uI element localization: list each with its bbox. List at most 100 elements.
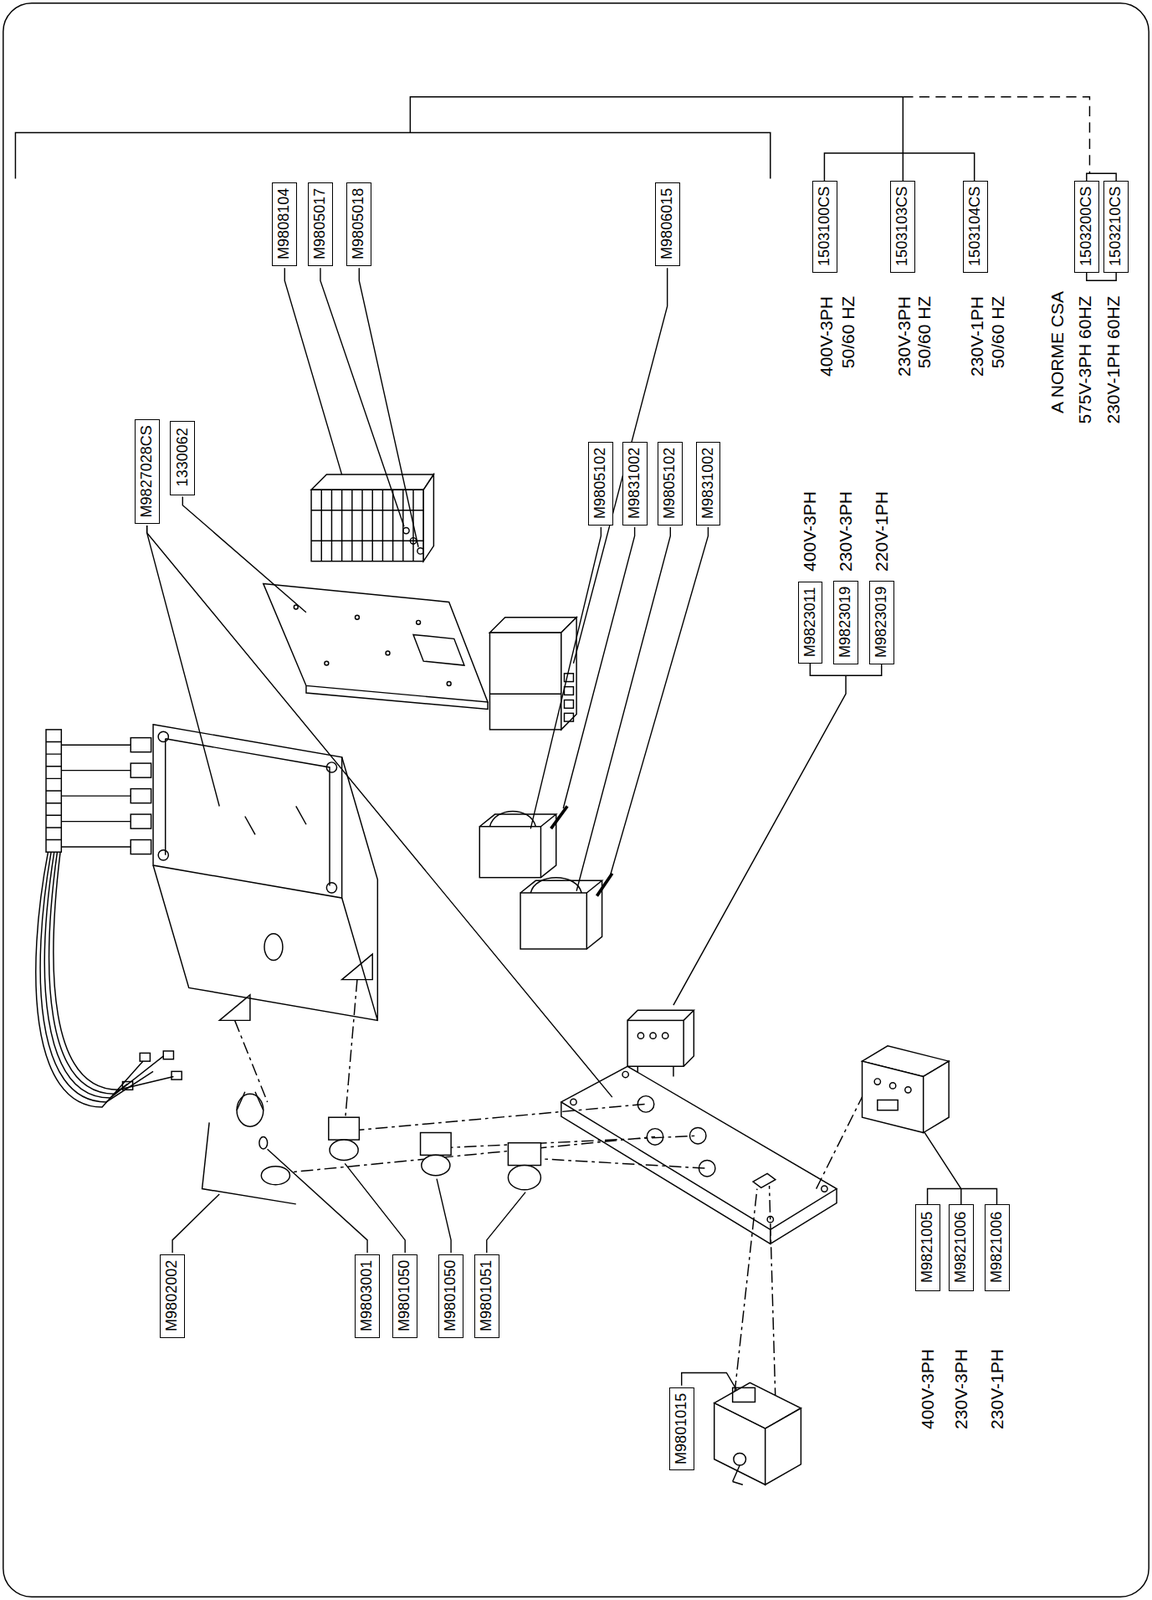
cover — [752, 1172, 776, 1188]
cable-glands — [46, 741, 62, 840]
part-number-box: M9805102 — [588, 441, 614, 526]
cable-bundle — [139, 1052, 150, 1061]
part-number: 1330062 — [174, 427, 192, 487]
part-number-box: M9821006 — [948, 1203, 974, 1291]
cable-bundle — [44, 851, 164, 1098]
mounting-plate — [446, 681, 451, 687]
voltage-label: A NORME CSA — [1047, 291, 1066, 414]
mounting-plate — [355, 614, 360, 620]
housing — [153, 724, 343, 898]
tree-bracket — [902, 97, 1090, 174]
cable-glands — [46, 729, 152, 855]
part-number: 1503200CS — [1077, 186, 1096, 267]
relay — [627, 1009, 694, 1066]
mounting-plate — [416, 619, 421, 625]
voltage-label: 50/60 HZ — [988, 296, 1008, 369]
relay — [662, 1032, 669, 1039]
terminal-module — [877, 1100, 898, 1111]
part-number: M9823019 — [836, 586, 855, 658]
part-number: M9821006 — [952, 1211, 970, 1283]
voltage-label: 230V-1PH — [967, 296, 987, 377]
terminal-module — [862, 1060, 924, 1132]
terminal-module — [923, 1060, 949, 1132]
fuse-holders — [479, 805, 613, 949]
fuse-holders — [520, 880, 603, 949]
part-number-box: 1330062 — [169, 420, 195, 496]
part-number-box: M9831002 — [696, 441, 722, 526]
part-number: M9805102 — [592, 447, 610, 519]
terminal-module — [905, 1086, 912, 1093]
mounting-plate — [293, 604, 298, 610]
fuse-holders — [551, 805, 613, 896]
tree-bracket — [673, 663, 882, 1005]
voltage-label: 230V-3PH — [894, 296, 913, 377]
terminal-block — [311, 510, 424, 542]
assembly-guides — [277, 1103, 707, 1173]
key-switch — [714, 1382, 802, 1485]
housing — [326, 882, 337, 893]
cable-glands — [130, 737, 151, 753]
part-number-box: M9831002 — [622, 441, 648, 526]
relay — [627, 1009, 694, 1076]
cable-glands — [130, 788, 151, 804]
terminal-block — [321, 489, 414, 561]
mounting-plate — [306, 685, 488, 709]
part-number: M9801051 — [477, 1259, 496, 1332]
cover — [561, 1101, 837, 1244]
cover — [561, 1065, 837, 1229]
power-supply — [563, 712, 574, 722]
part-number-box: M9823011 — [798, 581, 824, 665]
leader-line — [344, 1162, 405, 1253]
power-supply — [489, 632, 561, 730]
assembly-guides — [734, 1185, 776, 1400]
power-supply — [561, 617, 577, 730]
part-number: M9801050 — [441, 1259, 460, 1332]
part-number: M9831002 — [699, 447, 717, 519]
power-supply — [563, 686, 574, 696]
part-number: M9821005 — [918, 1211, 937, 1283]
part-number-box: M9802002 — [159, 1254, 185, 1338]
cable-glands — [130, 762, 151, 778]
cable-bundle — [35, 851, 182, 1107]
push-buttons — [421, 1154, 451, 1175]
part-number: M9803001 — [358, 1259, 376, 1332]
voltage-label: 575V-3PH 60HZ — [1076, 296, 1096, 425]
voltage-label: 230V-3PH — [836, 491, 856, 572]
leader-line — [147, 525, 613, 1097]
part-number-box: M9801051 — [474, 1254, 500, 1338]
push-buttons — [329, 1139, 359, 1160]
part-number-box: M9801050 — [392, 1254, 418, 1338]
push-buttons — [328, 1116, 360, 1140]
fuse-holders — [530, 877, 582, 893]
terminal-block — [417, 547, 424, 554]
terminal-module — [862, 1045, 950, 1133]
housing — [153, 724, 378, 1021]
voltage-label: 400V-3PH — [918, 1348, 937, 1429]
leader-line — [147, 525, 221, 807]
tree-bracket — [15, 97, 974, 186]
assembly-guides — [235, 979, 863, 1400]
power-supply — [489, 617, 577, 730]
voltage-label: 230V-1PH 60HZ — [1105, 296, 1124, 425]
part-number-box: M9803001 — [354, 1254, 380, 1338]
lamp-assembly — [259, 1136, 268, 1149]
part-number: 1503104CS — [966, 186, 984, 267]
leader-line — [320, 267, 405, 527]
fuse-holders — [489, 810, 536, 826]
cover — [622, 1070, 629, 1077]
part-number: M9823011 — [801, 587, 820, 658]
leader-line — [576, 527, 671, 891]
voltage-label: 50/60 HZ — [839, 296, 858, 369]
tree-bracket — [15, 97, 1117, 1204]
part-number-box: M9823019 — [869, 580, 895, 665]
leader-line — [486, 1192, 526, 1253]
terminal-block — [311, 474, 434, 562]
lamp-assembly — [261, 1166, 290, 1185]
part-number-box: M9821005 — [915, 1203, 941, 1291]
leader-line — [609, 527, 708, 876]
cable-bundle — [171, 1070, 182, 1080]
housing — [165, 738, 330, 886]
tree-bracket — [923, 1130, 998, 1204]
mounting-plate — [263, 583, 488, 709]
leader-line — [573, 267, 667, 664]
